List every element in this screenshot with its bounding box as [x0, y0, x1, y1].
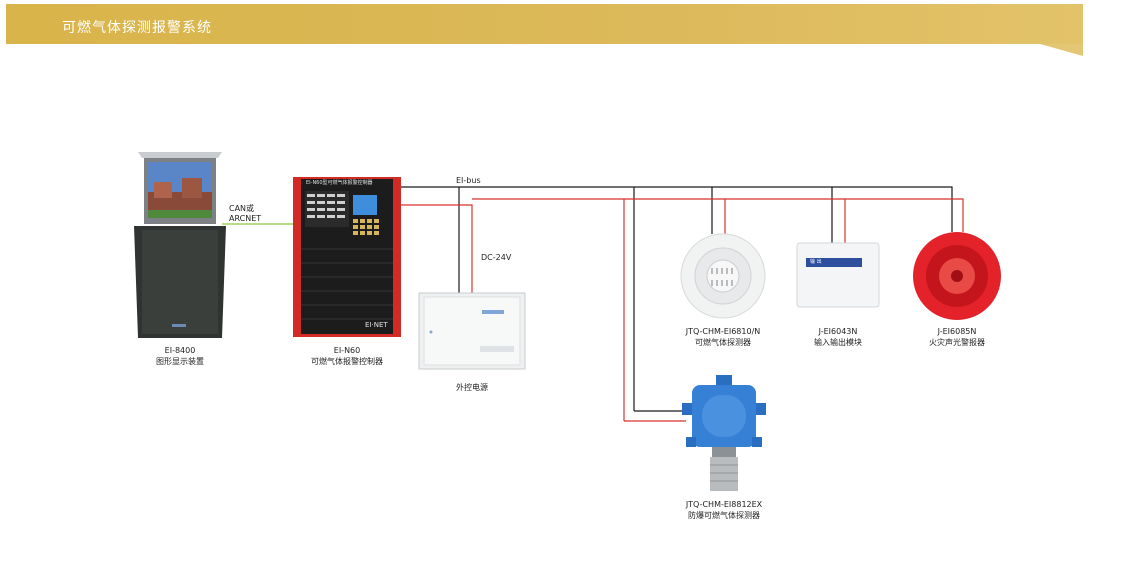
ei-bus-label: EI-bus	[456, 176, 481, 185]
detector-model: JTQ-CHM-EI6810/N	[685, 327, 761, 336]
detector-name: 可燃气体探测器	[695, 338, 751, 347]
power-supply-box	[418, 292, 526, 370]
header-bar: 可燃气体探测报警系统	[6, 4, 1083, 44]
alarm-model: J-EI6085N	[937, 327, 977, 336]
controller-panel-title: EI-N60型可燃气体报警控制器	[306, 180, 373, 186]
controller-brand-logo: EI·NET	[365, 321, 388, 329]
controller-model: EI-N60	[333, 346, 361, 355]
explosion-proof-detector	[682, 375, 766, 491]
io-module	[796, 242, 880, 308]
gas-detector	[680, 233, 766, 319]
display-caption: EI-8400 图形显示装置	[120, 345, 240, 367]
display-model: EI-8400	[164, 346, 196, 355]
header-tab-decoration	[1040, 44, 1083, 56]
dc-24v-label: DC-24V	[481, 253, 512, 262]
ex-detector-caption: JTQ-CHM-EI8812EX 防爆可燃气体探测器	[664, 499, 784, 521]
detector-caption: JTQ-CHM-EI6810/N 可燃气体探测器	[663, 326, 783, 348]
controller-cabinet	[293, 177, 401, 337]
ex-detector-name: 防爆可燃气体探测器	[688, 511, 760, 520]
power-wire	[400, 198, 964, 422]
display-name: 图形显示装置	[156, 357, 204, 366]
arcnet-label: ARCNET	[229, 214, 262, 223]
ex-detector-model: JTQ-CHM-EI8812EX	[685, 500, 763, 509]
sound-light-alarm	[913, 232, 1001, 320]
alarm-caption: J-EI6085N 火灾声光警报器	[897, 326, 1017, 348]
controller-name: 可燃气体报警控制器	[311, 357, 383, 366]
graphic-display-kiosk	[134, 152, 226, 338]
power-caption: 外控电源	[412, 382, 532, 393]
power-name: 外控电源	[456, 383, 488, 392]
can-label: CAN或	[229, 204, 255, 213]
module-caption: J-EI6043N 输入输出模块	[778, 326, 898, 348]
module-model: J-EI6043N	[818, 327, 858, 336]
page-title: 可燃气体探测报警系统	[62, 20, 212, 36]
module-panel-text: 输 出	[810, 259, 822, 265]
module-name: 输入输出模块	[814, 338, 862, 347]
controller-caption: EI-N60 可燃气体报警控制器	[287, 345, 407, 367]
alarm-name: 火灾声光警报器	[929, 338, 985, 347]
